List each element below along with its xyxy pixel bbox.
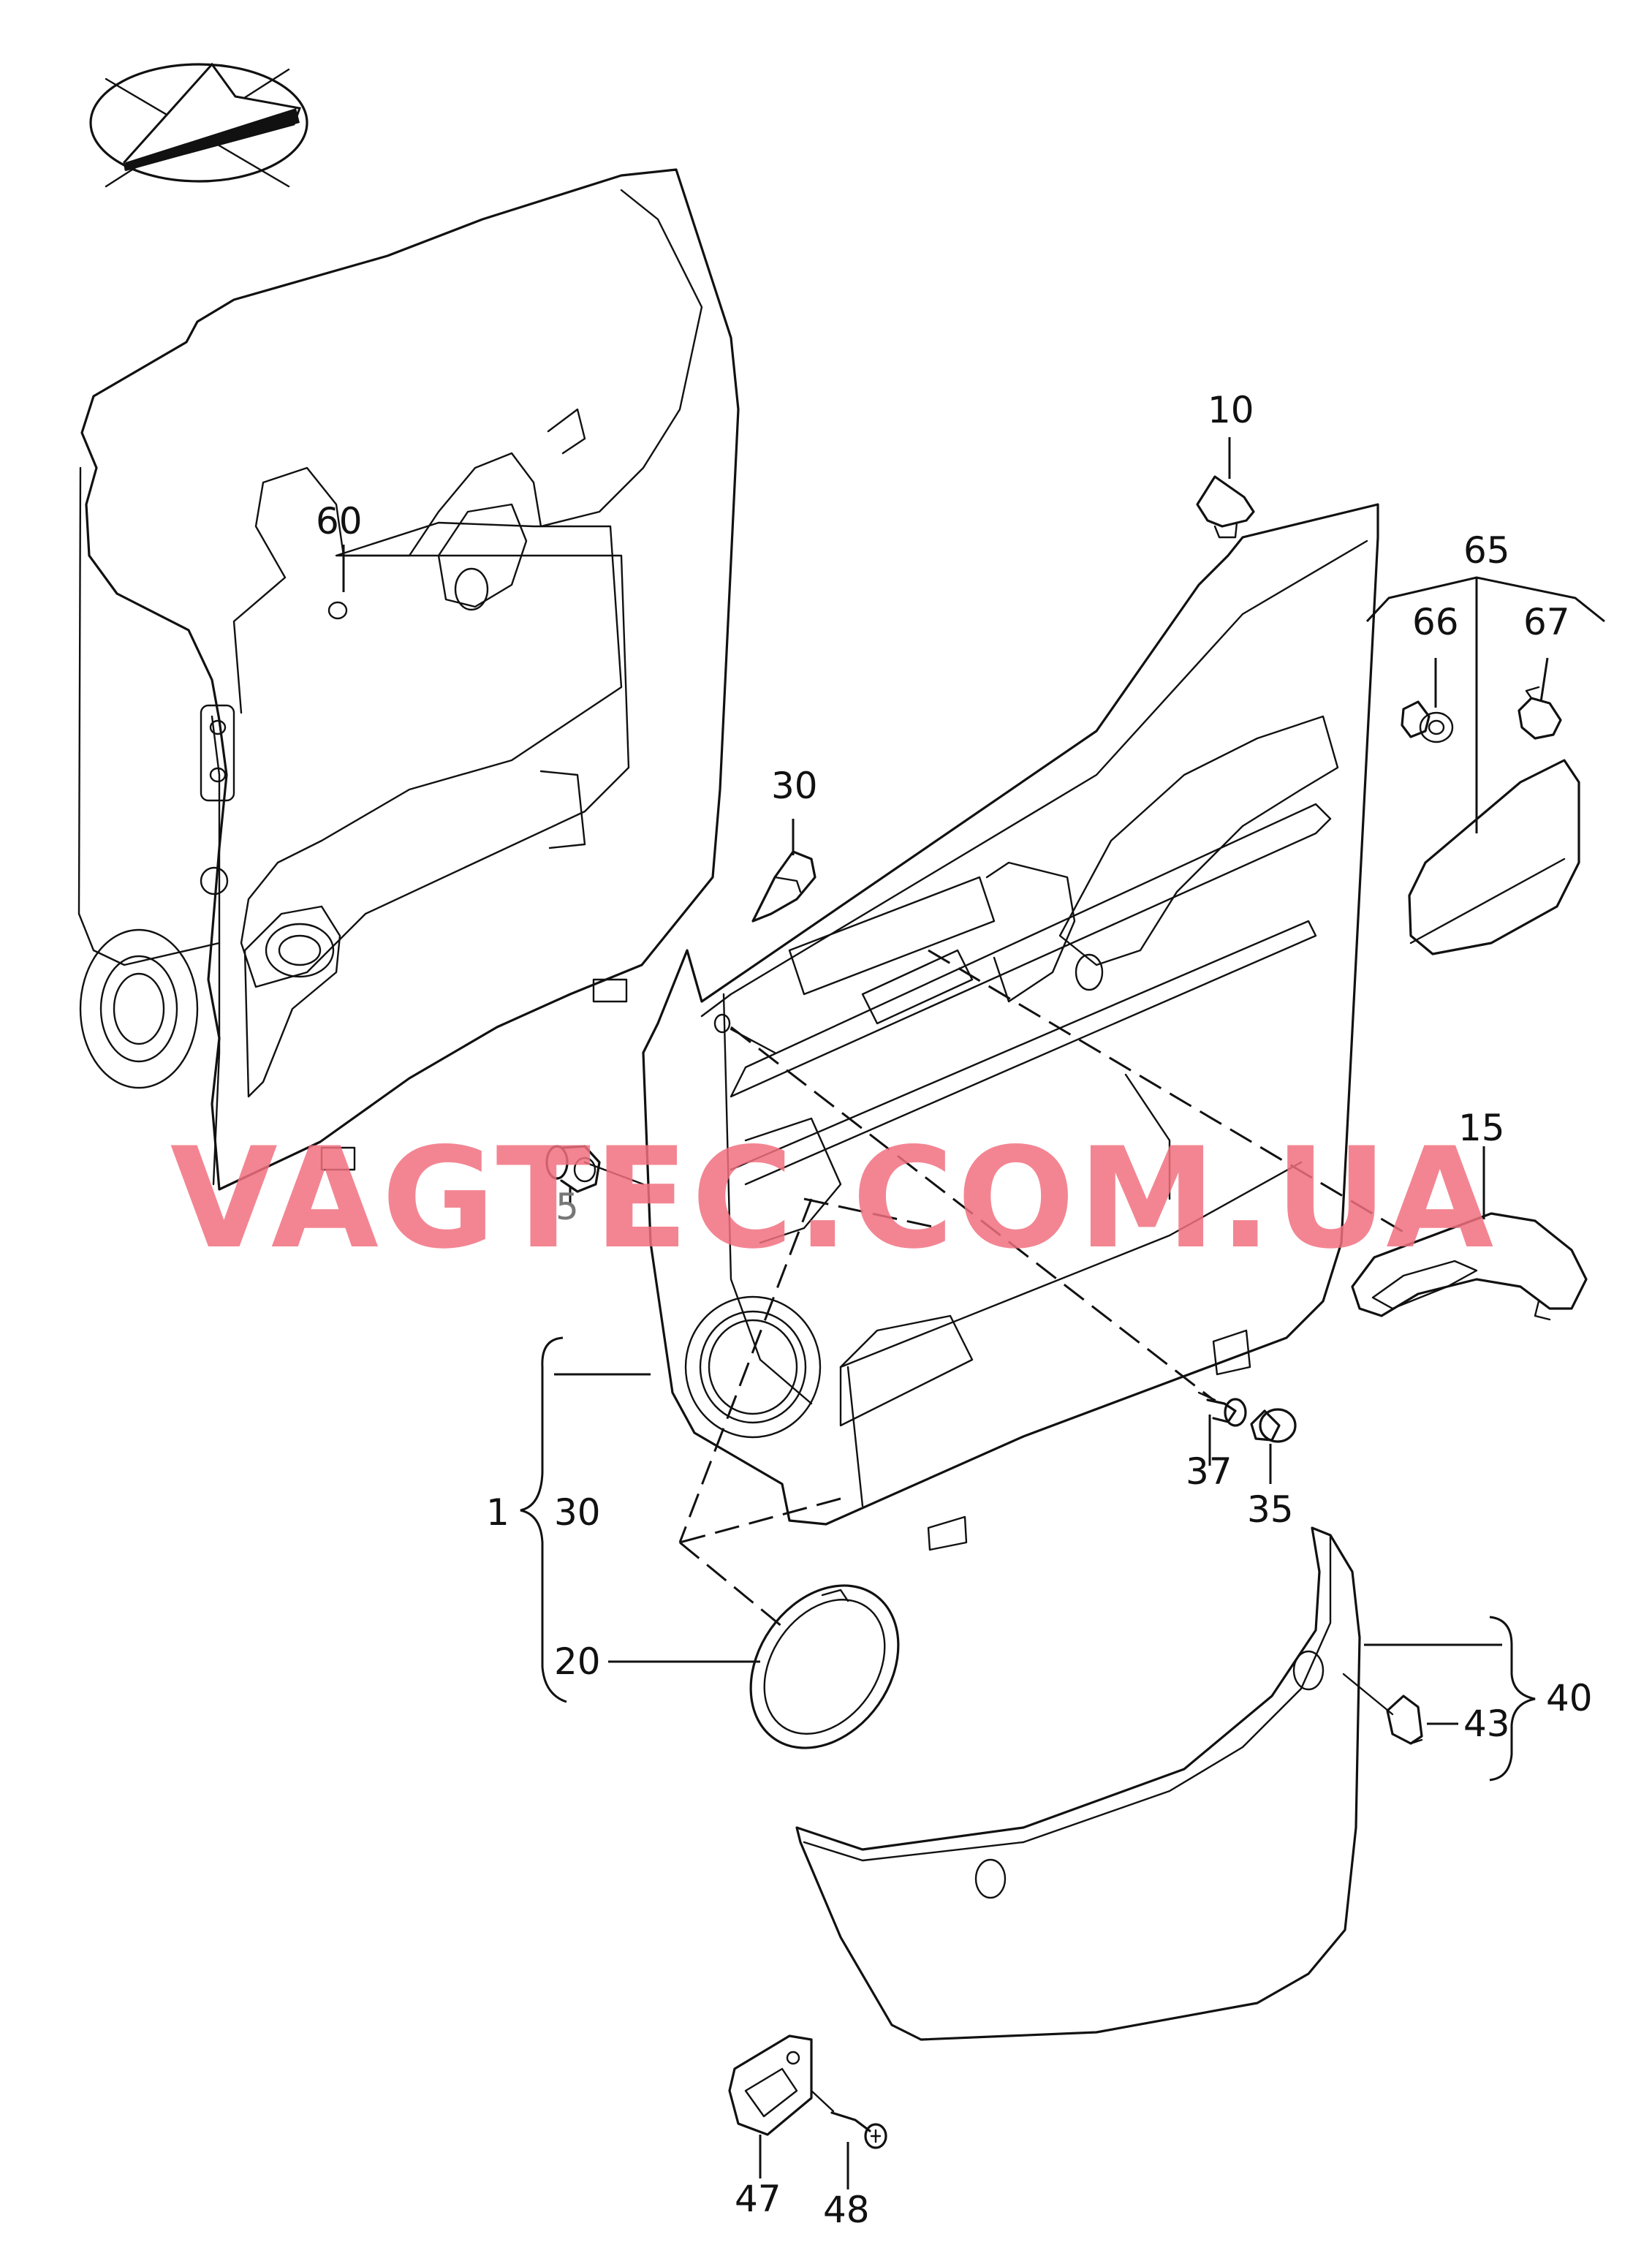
callout-1: 1 <box>486 1491 509 1534</box>
fastener-67 <box>1518 686 1562 740</box>
crossed-out-wedge-logo-icon <box>89 62 308 188</box>
door-pocket-40 <box>795 1526 1361 2041</box>
callout-20: 20 <box>554 1640 601 1683</box>
callout-48: 48 <box>823 2189 870 2231</box>
spreader-clip-5 <box>545 1145 601 1193</box>
callout-43: 43 <box>1463 1703 1510 1745</box>
assembly-lines <box>678 949 1410 1628</box>
cap-35 <box>1250 1408 1297 1443</box>
callout-66: 66 <box>1412 601 1459 643</box>
callout-10: 10 <box>1208 389 1254 431</box>
speaker-grille-20 <box>749 1584 900 1749</box>
fastener-66 <box>1401 700 1454 743</box>
callout-65: 65 <box>1463 529 1510 572</box>
clip-10 <box>1196 475 1255 539</box>
leader-lines <box>342 437 1605 2189</box>
callout-60: 60 <box>316 500 363 542</box>
screw-37 <box>1197 1391 1247 1427</box>
callout-67: 67 <box>1523 601 1570 643</box>
callout-labels: 60 10 65 66 67 30 5 15 1 30 20 37 35 40 … <box>316 389 1593 2231</box>
clip-43 <box>1386 1695 1423 1745</box>
callout-30-top: 30 <box>771 765 818 807</box>
callout-15: 15 <box>1458 1107 1505 1149</box>
callout-40: 40 <box>1546 1677 1593 1719</box>
callout-30-bracket: 30 <box>554 1491 601 1534</box>
door-handle-30 <box>751 850 816 923</box>
screw-48 <box>830 2111 887 2149</box>
trim-strip-65 <box>1408 759 1580 955</box>
callout-5: 5 <box>556 1186 579 1228</box>
callout-47: 47 <box>735 2178 781 2220</box>
callout-35: 35 <box>1247 1488 1294 1531</box>
bracket-47 <box>728 2034 813 2136</box>
watermark-text: VAGTEC.COM.UA <box>170 1118 1497 1279</box>
insulation-panel <box>77 168 740 1191</box>
callout-37: 37 <box>1186 1450 1232 1493</box>
pull-handle-15 <box>1351 1212 1588 1321</box>
door-trim-panel <box>642 503 1379 1551</box>
